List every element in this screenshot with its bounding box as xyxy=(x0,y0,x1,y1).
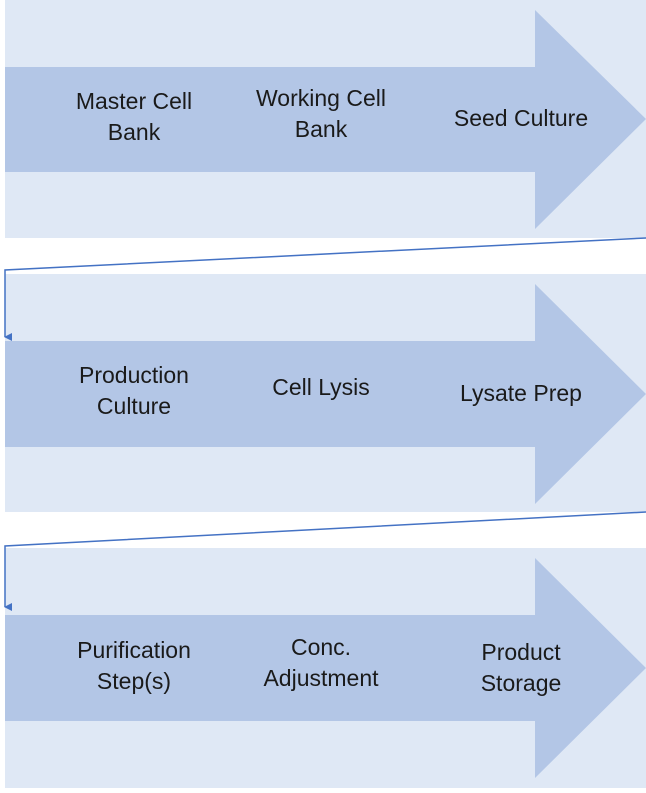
step-conc-adjustment: Conc. Adjustment xyxy=(263,634,379,691)
step-seed-culture: Seed Culture xyxy=(453,105,589,131)
step-working-cell-bank: Working Cell Bank xyxy=(256,85,386,142)
step-purification: Purification Step(s) xyxy=(77,637,191,694)
row-2-arrow xyxy=(5,284,646,504)
connector-row-1-to-2 xyxy=(4,237,646,341)
row-1-arrow xyxy=(5,10,646,229)
step-production-culture: Production Culture xyxy=(79,362,189,419)
step-cell-lysis: Cell Lysis xyxy=(272,374,370,400)
step-product-storage: Product Storage xyxy=(480,639,562,696)
row-3-arrow xyxy=(5,558,646,778)
step-lysate-prep: Lysate Prep xyxy=(460,380,582,406)
step-master-cell-bank: Master Cell Bank xyxy=(75,88,193,145)
connector-row-2-to-3 xyxy=(4,511,646,611)
